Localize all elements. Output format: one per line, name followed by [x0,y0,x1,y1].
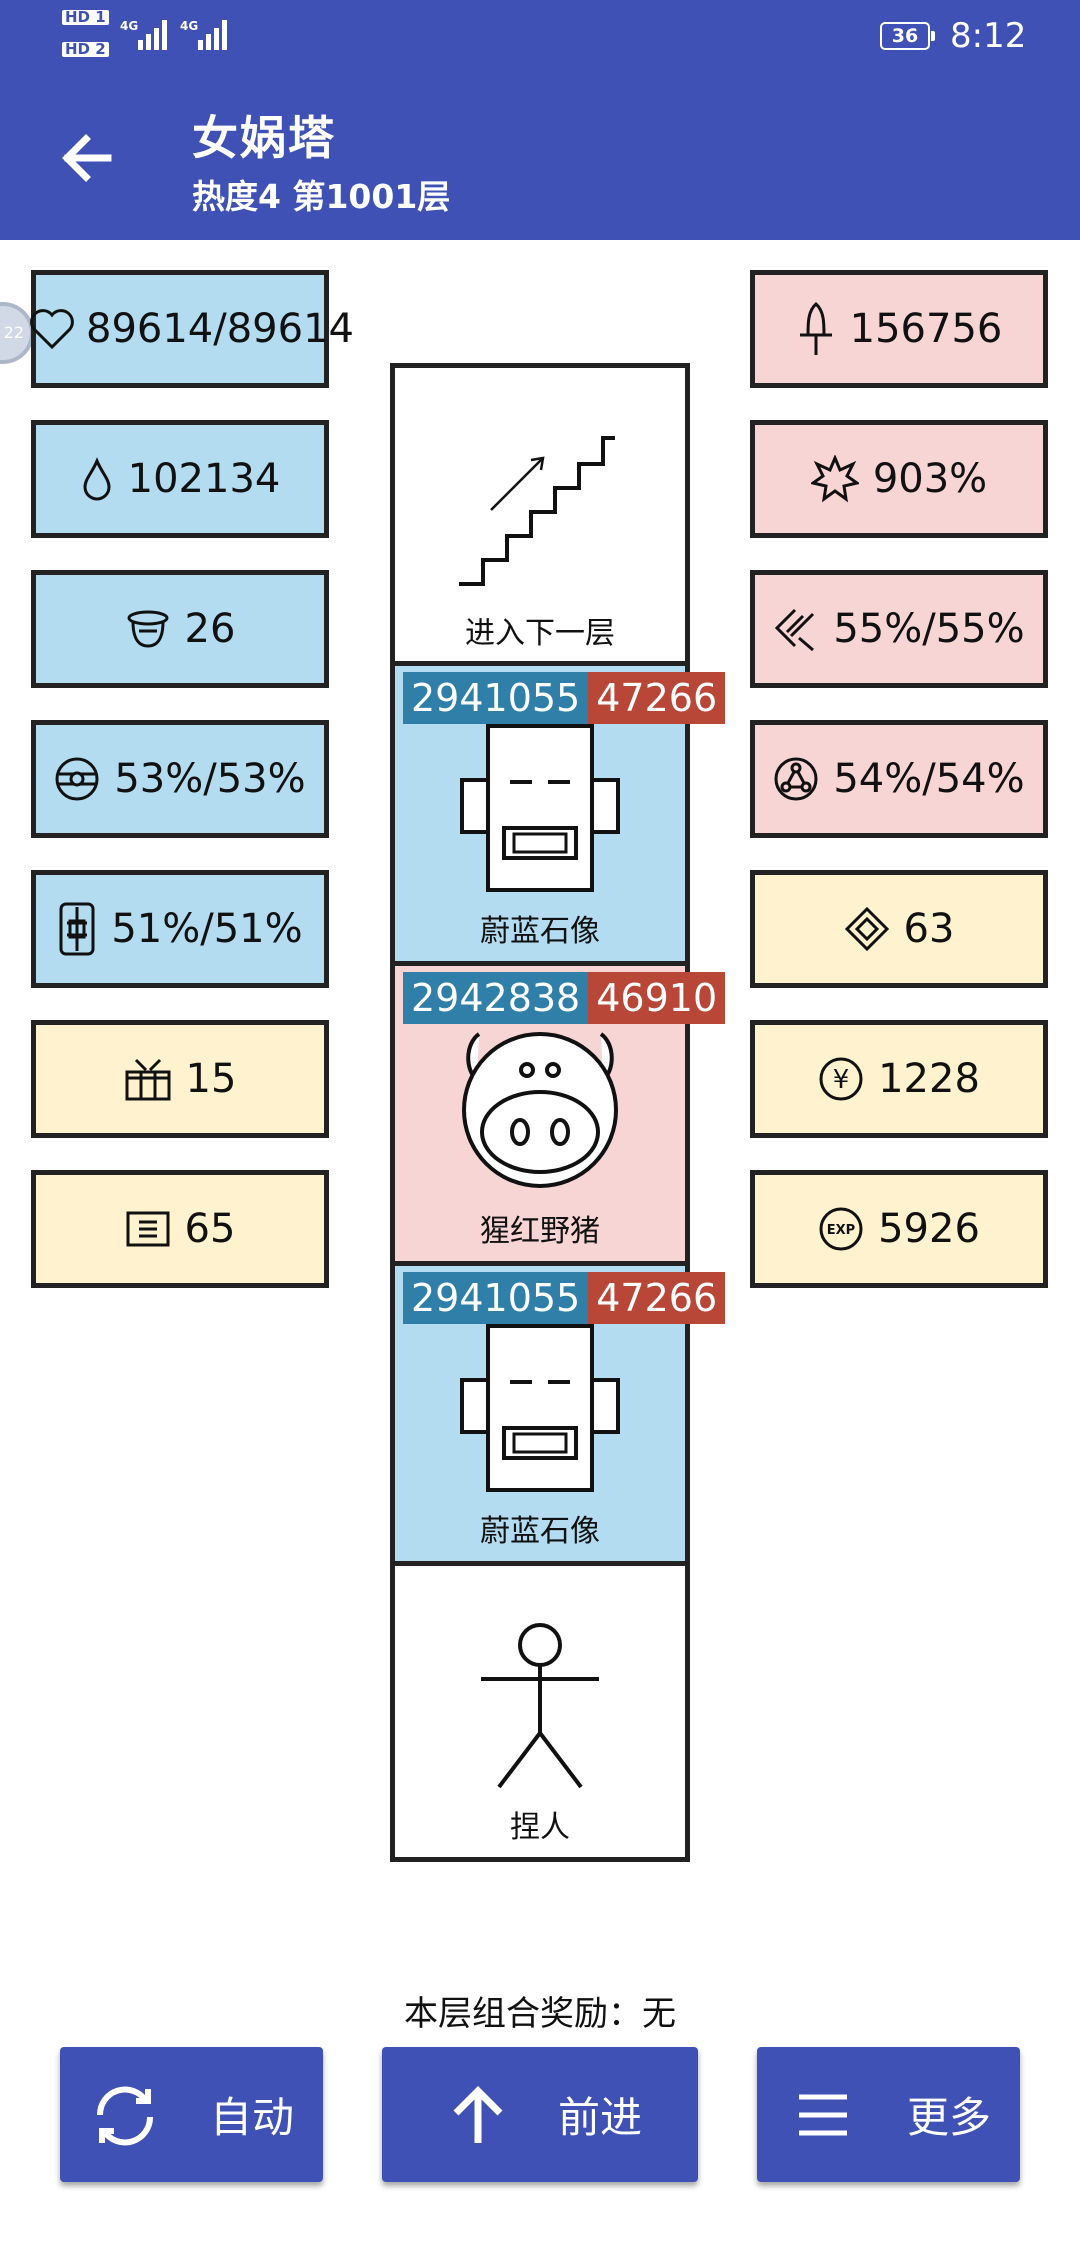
stat-scroll[interactable]: 65 [31,1170,329,1288]
stat-block[interactable]: 51%/51% [31,870,329,988]
stairs-icon [459,436,615,586]
sword-icon [799,302,832,355]
stairs-cell[interactable]: 进入下一层 [395,368,685,666]
signal-2-icon: 4G [180,19,227,50]
monster-cell[interactable]: 2941055 47266 蔚蓝石像 [395,1266,726,1566]
floor-reward-text: 本层组合奖励：无 [404,1994,676,2034]
refresh-icon [96,2086,154,2146]
stat-hp[interactable]: 89614/89614 [30,270,354,388]
signal-1-icon: 4G [120,19,167,50]
helmet-icon [127,610,169,648]
heart-icon [30,309,74,350]
forward-button[interactable]: 前进 [382,2047,698,2182]
stat-crit[interactable]: 903% [750,420,1048,538]
clock: 8:12 [950,16,1027,56]
drop-icon [83,457,111,501]
sim2-indicator: HD 2 [62,42,109,57]
stat-mana[interactable]: 102134 [31,420,329,538]
svg-text:4G: 4G [180,19,198,33]
shield-icon [59,902,95,956]
nodes-icon [774,757,818,801]
tower-column: 进入下一层 2941055 47266 蔚蓝石像 2942838 46910 [390,363,726,1862]
slash-icon [775,608,815,652]
monster-name: 蔚蓝石像 [480,914,600,949]
orb-icon [55,757,99,801]
stat-resist[interactable]: 53%/53% [31,720,329,838]
status-bar: HD 1 HD 2 4G 4G 36 8:12 [0,0,1080,80]
auto-button[interactable]: 自动 [60,2047,323,2182]
stat-gem[interactable]: 63 [750,870,1048,988]
stat-gift[interactable]: 15 [31,1020,329,1138]
monster-name: 猩红野猪 [480,1214,600,1249]
arrow-up-icon [453,2086,503,2143]
stat-attack[interactable]: 156756 [750,270,1048,388]
page-title: 女娲塔 [192,111,336,165]
more-button[interactable]: 更多 [757,2047,1020,2182]
monster-stats-badge: 2942838 46910 [403,972,726,1024]
gift-icon [125,1058,171,1101]
monster-name: 蔚蓝石像 [480,1514,600,1549]
monster-cell[interactable]: 2942838 46910 猩红野猪 [395,966,726,1266]
stat-gold[interactable]: ¥ 1228 [750,1020,1048,1138]
menu-icon [799,2094,847,2136]
stat-defense[interactable]: 26 [31,570,329,688]
pig-icon [462,1032,618,1188]
monster-stats-badge: 2941055 47266 [403,1272,726,1324]
robot-icon [460,1324,620,1492]
page-subtitle: 热度4 第1001层 [192,177,451,216]
app-header: HD 1 HD 2 4G 4G 36 8:12 女娲塔 热度4 第1001层 [0,0,1080,240]
svg-text:¥: ¥ [833,1065,850,1095]
monster-stats-badge: 2941055 47266 [403,672,726,724]
svg-text:4G: 4G [120,19,138,33]
coin-icon: ¥ [819,1057,863,1101]
exp-icon: EXP [819,1207,863,1251]
scroll-icon [126,1211,170,1247]
stick-figure-icon [481,1623,599,1789]
svg-text:EXP: EXP [827,1223,855,1238]
monster-cell[interactable]: 2941055 47266 蔚蓝石像 [395,666,726,966]
battery-icon: 36 [880,22,935,50]
diamond-icon [844,906,889,952]
sim1-indicator: HD 1 [62,10,109,25]
stat-pierce[interactable]: 55%/55% [750,570,1048,688]
player-cell[interactable]: 捏人 [395,1566,685,1857]
burst-icon [810,455,859,503]
stat-penetration[interactable]: 54%/54% [750,720,1048,838]
back-arrow-icon[interactable] [58,128,118,188]
stat-exp[interactable]: EXP 5926 [750,1170,1048,1288]
robot-icon [460,724,620,892]
